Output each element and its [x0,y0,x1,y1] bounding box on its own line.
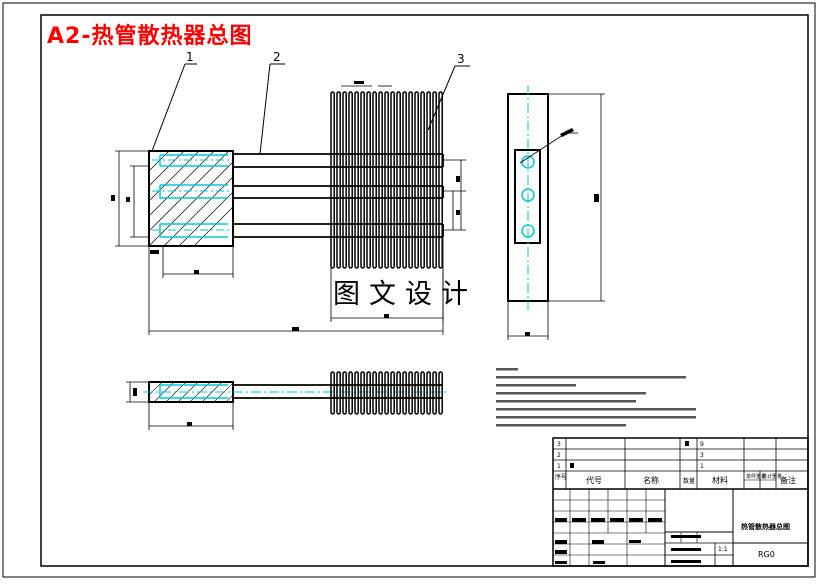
side-dimension-values [525,128,599,336]
side-dimensions [507,93,605,340]
fin [390,91,395,269]
fin [372,371,377,415]
bom-header-material: 材料 [712,475,728,485]
bom-header-seq: 序号 [555,473,567,481]
note-line [496,392,646,395]
fin [330,91,335,269]
bom-row-1-qty: 9 [700,441,704,448]
fin [378,371,383,415]
bom-header-total-weight: 总计重量 [762,473,782,480]
dimension-values [111,81,460,331]
fin [360,371,365,415]
fin [402,371,407,415]
bom-header-code: 代号 [586,475,602,485]
balloon-2: 2 [273,50,281,64]
note-line [496,384,576,387]
top-bore [159,384,228,399]
balloon-1: 1 [186,50,194,64]
fin [348,371,353,415]
bom-header: 序号 代号 名称 数量 材料 单件重量 总计重量 备注 [555,473,796,485]
drawing-number: RG0 [758,550,775,559]
technical-notes [496,368,696,427]
fin [342,91,347,269]
fin [420,91,425,269]
block-hatching [149,151,233,246]
balloon-3: 3 [457,52,465,66]
note-line [496,368,518,371]
bom-row-2-seq: 2 [557,452,561,459]
fin [414,91,419,269]
fin [336,91,341,269]
bom-header-remark: 备注 [780,475,796,485]
fin [390,371,395,415]
bom-row-2-qty: 3 [700,452,704,459]
title-block [552,437,809,567]
block-centerlines [152,159,232,231]
fin [408,91,413,269]
fin [354,371,359,415]
note-line [496,416,696,419]
hatch-line [104,380,128,404]
fin [330,371,335,415]
fin [432,91,437,269]
inner-frame [40,14,809,567]
fin [396,371,401,415]
note-line [496,400,636,403]
fin [384,371,389,415]
note-line [496,424,626,427]
fin [360,91,365,269]
note-line [496,376,686,379]
fin [378,91,383,269]
fin [438,91,443,269]
fin [438,371,443,415]
bom-header-unit-weight: 单件重量 [746,473,766,480]
fin [354,91,359,269]
bom-header-name: 名称 [643,475,659,485]
fin [426,371,431,415]
fin [348,91,353,269]
drawing-title: A2-热管散热器总图 [47,24,253,49]
hatch-line [225,394,233,402]
note-line [496,408,696,411]
fin [414,371,419,415]
fin [408,371,413,415]
pipe-bores [159,154,228,238]
fin [426,91,431,269]
fins-top [330,371,443,415]
fin [366,91,371,269]
fin [420,371,425,415]
fin [432,371,437,415]
fin [402,91,407,269]
front-view: 1 2 3 [111,50,470,335]
bom-row-3-seq: 1 [557,463,561,470]
fin [396,91,401,269]
side-view [507,85,605,340]
fin [336,371,341,415]
heat-pipes [233,153,444,238]
fin [372,91,377,269]
leaders [151,63,470,155]
hatch-line [92,380,116,404]
bom-texts: 3 2 1 9 3 1 [557,441,704,470]
bom-header-qty: 数量 [683,477,695,485]
bom-row-1-seq: 3 [557,441,561,448]
top-view [92,371,448,430]
title-block-smudges [555,441,701,564]
watermark: 图文设计 [333,279,477,310]
fin [342,371,347,415]
part-name: 热管散热器总图 [741,522,790,531]
fin [366,371,371,415]
bom-row-3-qty: 1 [700,463,704,470]
fin [384,91,389,269]
fins-front [330,91,443,269]
top-dimension-values [133,388,192,426]
scale: 1:1 [718,546,728,553]
top-dimensions [126,381,234,430]
top-pipe [233,384,443,399]
